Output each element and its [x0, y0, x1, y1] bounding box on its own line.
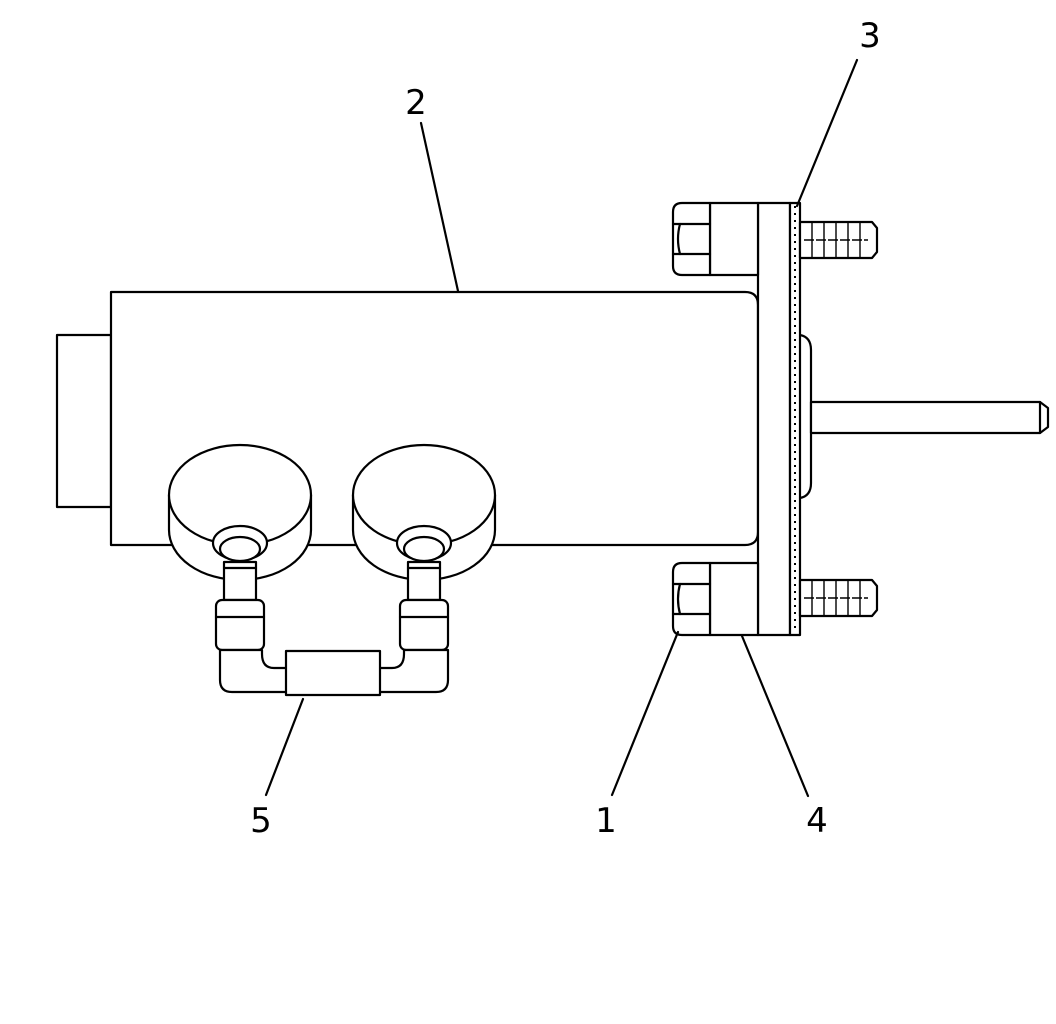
callout-1: 1 [595, 801, 617, 841]
callout-4: 4 [806, 801, 828, 841]
callout-5: 5 [250, 801, 272, 841]
tube-assembly [214, 560, 450, 697]
callout-3: 3 [859, 16, 881, 56]
mounting-flange [756, 201, 813, 637]
lower-fastener [671, 561, 879, 637]
output-shaft [809, 400, 1050, 435]
callout-2: 2 [405, 83, 427, 123]
gasket [788, 201, 802, 637]
upper-fastener [671, 201, 879, 277]
leader-lines [264, 58, 859, 798]
port-left [167, 443, 313, 582]
port-right [351, 443, 497, 582]
